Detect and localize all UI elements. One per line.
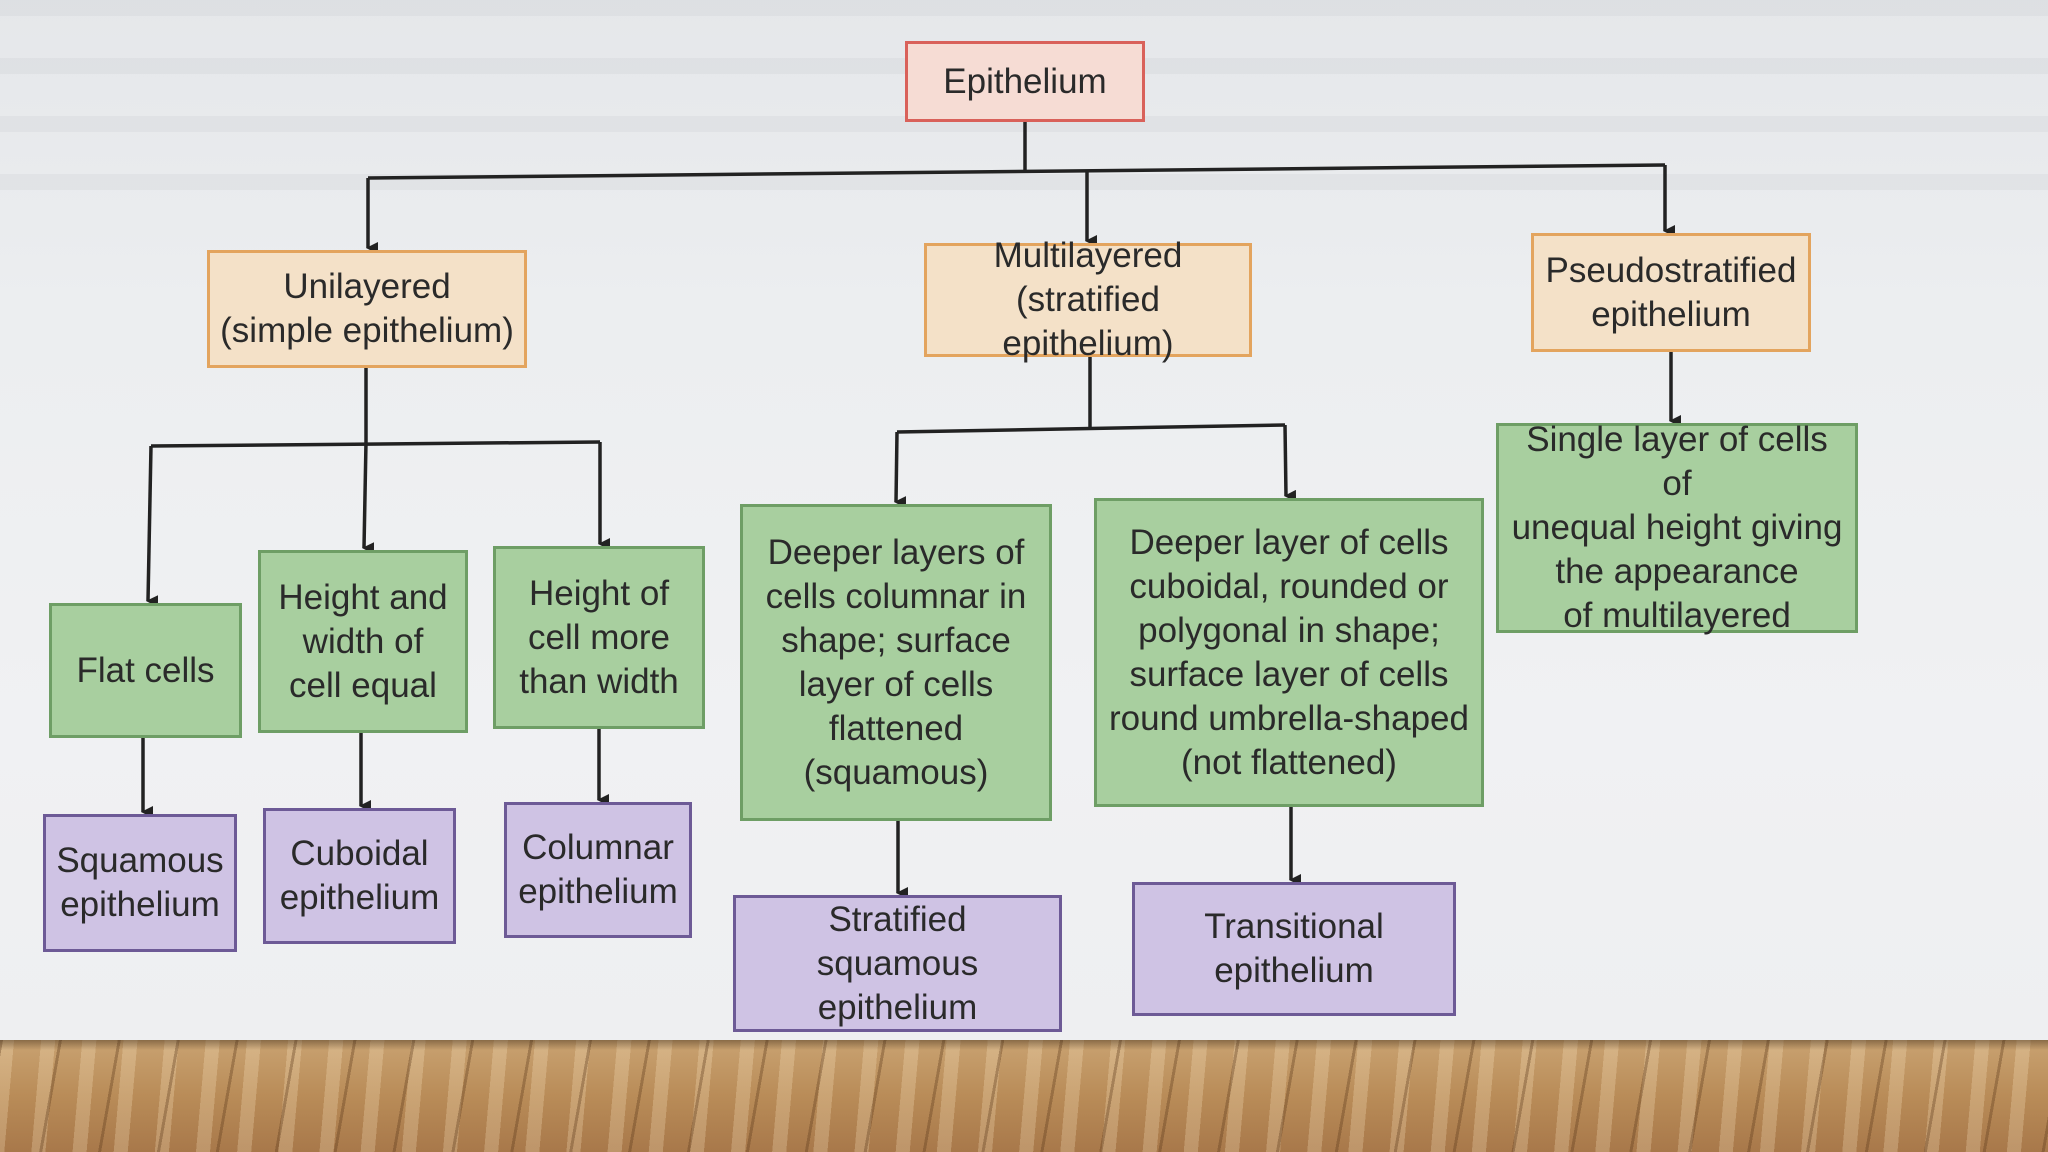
node-transitional-epithelium: Transitional epithelium xyxy=(1132,882,1456,1016)
node-multilayered: Multilayered (stratified epithelium) xyxy=(924,236,1252,363)
node-height-width-equal: Height and width of cell equal xyxy=(258,550,468,733)
connector-level1-bar xyxy=(367,163,1666,180)
node-deeper-cuboidal: Deeper layer of cells cuboidal, rounded … xyxy=(1094,498,1484,807)
node-squamous-epithelium: Squamous epithelium xyxy=(43,814,237,952)
node-flat-cells: Flat cells xyxy=(49,603,242,738)
floor-shadow xyxy=(0,1040,2048,1050)
connector-multilayered-bar xyxy=(896,423,1286,434)
connector-unilayered-bar xyxy=(150,440,601,448)
connector-lines xyxy=(141,122,1681,899)
connector-to-deeper-columnar xyxy=(894,431,907,509)
node-cuboidal-epithelium: Cuboidal epithelium xyxy=(263,808,456,944)
node-stratified-squamous-epithelium: Stratified squamous epithelium xyxy=(733,895,1062,1032)
node-height-more-than-width: Height of cell more than width xyxy=(493,546,705,729)
node-deeper-columnar: Deeper layers of cells columnar in shape… xyxy=(740,504,1052,821)
connector-to-deeper-cuboidal xyxy=(1283,424,1297,502)
wood-floor-background xyxy=(0,1040,2048,1152)
node-single-layer: Single layer of cells of unequal height … xyxy=(1496,420,1858,635)
node-columnar-epithelium: Columnar epithelium xyxy=(504,802,692,938)
node-epithelium: Epithelium xyxy=(905,41,1145,122)
connector-to-height-width xyxy=(362,441,375,555)
connector-to-flat-cells xyxy=(146,445,159,608)
node-unilayered: Unilayered (simple epithelium) xyxy=(207,250,527,368)
node-pseudostratified: Pseudostratified epithelium xyxy=(1531,233,1811,352)
